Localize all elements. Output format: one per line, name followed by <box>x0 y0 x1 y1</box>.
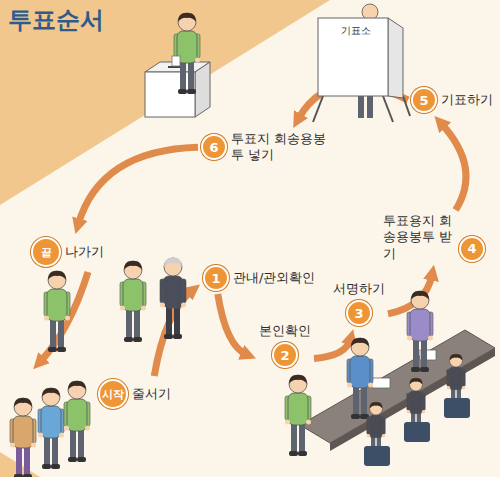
voter-figure <box>285 375 311 456</box>
step-number: 5 <box>411 87 437 113</box>
voting-booth <box>313 4 410 122</box>
step-node: 서명하기 3 <box>330 278 388 329</box>
step-node: 투표용지 회송용봉투 받기4 <box>380 210 488 265</box>
step-node: 5기표하기 <box>408 84 496 116</box>
step-label: 투표용지 회송용봉투 받기 <box>383 213 455 262</box>
voter-figure <box>174 13 200 94</box>
exit-figure <box>44 271 70 352</box>
flow-arrow <box>218 294 247 355</box>
step-label: 줄서기 <box>132 386 171 402</box>
booth-side <box>388 18 403 98</box>
leg <box>367 96 373 118</box>
queue-figure <box>10 398 36 477</box>
queue-figure <box>38 388 64 469</box>
step-number: 시작 <box>98 379 128 409</box>
step-number: 2 <box>272 342 298 368</box>
step-number: 3 <box>346 300 372 326</box>
step-number: 1 <box>203 265 229 291</box>
step-node: 6투표지 회송용봉투 넣기 <box>198 128 334 167</box>
voter-figure <box>347 338 373 419</box>
voter-figure <box>407 291 433 372</box>
step-number: 6 <box>201 134 227 160</box>
step-node: 시작줄서기 <box>95 376 174 412</box>
desk-top <box>300 330 495 443</box>
booth-leg <box>313 96 323 122</box>
step-label: 본인확인 <box>259 323 311 339</box>
chair <box>404 422 430 442</box>
booth-leg <box>403 96 410 116</box>
chair <box>364 446 390 466</box>
box-front <box>145 72 195 117</box>
diagram-title: 투표순서 <box>8 4 104 36</box>
queue-figure <box>64 381 90 462</box>
step-node: 본인확인 2 <box>256 320 314 371</box>
flow-arrow <box>78 147 198 224</box>
step-number: 4 <box>459 236 485 262</box>
flow-arrow <box>314 339 351 359</box>
official-figure <box>160 258 186 339</box>
step-label: 서명하기 <box>333 281 385 297</box>
flow-arrow <box>441 123 466 210</box>
desk-device <box>372 378 390 388</box>
booth-leg <box>383 96 393 122</box>
booth-front <box>318 18 388 96</box>
voter-figure <box>120 261 146 342</box>
step-node: 끝나가기 <box>28 234 107 270</box>
step-number: 끝 <box>31 237 61 267</box>
leg <box>358 96 364 118</box>
ballot-paper <box>172 56 180 66</box>
step-label: 기표하기 <box>441 92 493 108</box>
step-label: 투표지 회송용봉투 넣기 <box>231 131 331 164</box>
ballot-box <box>145 62 210 117</box>
booth-label: 기표소 <box>341 24 371 38</box>
step-label: 나가기 <box>65 244 104 260</box>
step-label: 관내/관외확인 <box>233 270 315 286</box>
step-node: 1관내/관외확인 <box>200 262 318 294</box>
desk <box>300 330 495 451</box>
chair <box>444 398 470 418</box>
box-side <box>195 62 210 117</box>
